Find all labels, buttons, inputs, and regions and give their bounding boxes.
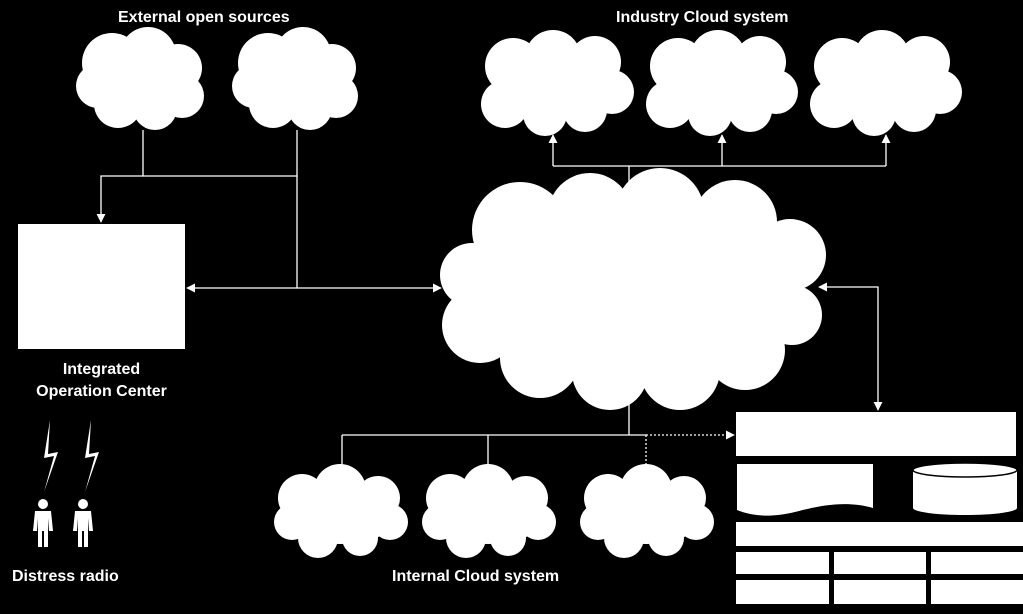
grid-cell bbox=[736, 552, 829, 574]
connector-central-to-system bbox=[818, 282, 883, 411]
distress-radio-label: Distress radio bbox=[12, 568, 119, 585]
external-open-sources-label: External open sources bbox=[118, 9, 290, 26]
internal-cloud-system-label: Internal Cloud system bbox=[392, 568, 560, 585]
lightning-icon bbox=[44, 420, 58, 492]
person-icon bbox=[73, 499, 93, 547]
integrated-operation-center-box bbox=[18, 224, 185, 349]
internal-cloud-2 bbox=[422, 464, 556, 558]
system-header-bar bbox=[736, 412, 1016, 456]
grid-cell bbox=[931, 580, 1023, 604]
database-cylinder bbox=[912, 462, 1018, 515]
internal-cloud-1 bbox=[274, 464, 408, 558]
industry-cloud-system-label: Industry Cloud system bbox=[616, 9, 789, 26]
connectors bbox=[96, 130, 891, 478]
person-icon bbox=[33, 499, 53, 547]
grid-cell bbox=[931, 552, 1023, 574]
industry-cloud-1 bbox=[481, 30, 634, 136]
external-cloud-1 bbox=[76, 27, 204, 130]
external-cloud-2 bbox=[232, 27, 358, 130]
connector-external-to-center bbox=[96, 130, 144, 223]
document-shape bbox=[737, 464, 873, 516]
central-cloud bbox=[440, 168, 826, 410]
connector-external-to-central-cloud bbox=[296, 176, 442, 293]
integrated-center-label-line1: Integrated bbox=[62, 361, 141, 378]
grid-cell bbox=[736, 580, 829, 604]
grid-cell bbox=[834, 552, 926, 574]
connector-external-join bbox=[143, 130, 298, 177]
integrated-center-label-line2: Operation Center bbox=[36, 383, 167, 400]
system-block bbox=[736, 412, 1023, 604]
system-bar bbox=[736, 522, 1023, 546]
lightning-icon bbox=[85, 420, 99, 492]
internal-cloud-3 bbox=[580, 464, 714, 558]
industry-cloud-2 bbox=[646, 30, 798, 136]
industry-cloud-3 bbox=[810, 30, 962, 136]
grid-cell bbox=[834, 580, 926, 604]
